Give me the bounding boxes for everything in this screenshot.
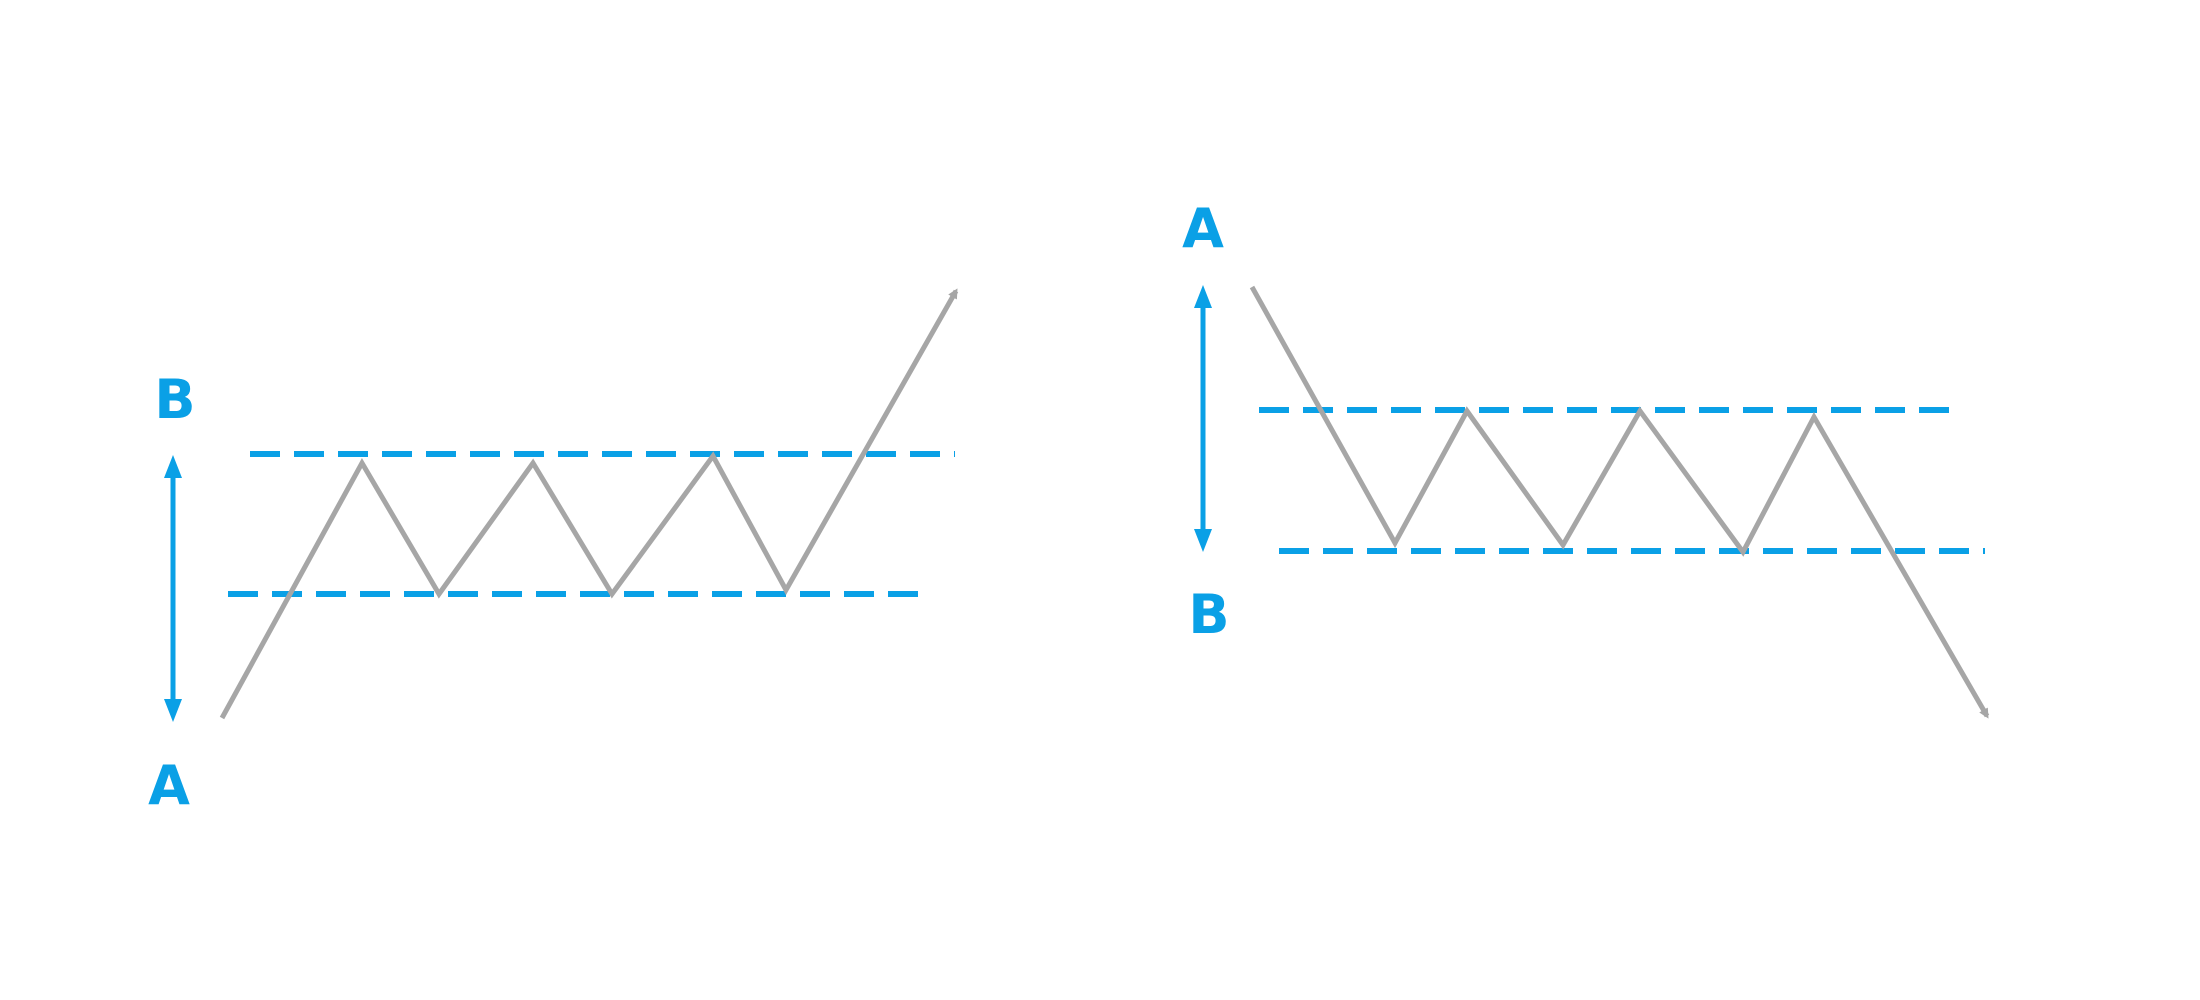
arrowhead-down-icon xyxy=(164,699,182,722)
bullish-rectangle-diagram: B A xyxy=(148,288,959,817)
range-top-label: A xyxy=(1182,197,1224,260)
price-path xyxy=(1249,285,1990,719)
arrowhead-up-icon xyxy=(1194,285,1212,308)
range-top-label: B xyxy=(154,368,195,431)
price-path xyxy=(219,288,959,720)
arrowhead-down-icon xyxy=(1194,529,1212,552)
arrowhead-up-icon xyxy=(164,455,182,478)
range-height-arrow xyxy=(164,455,182,722)
bearish-rectangle-diagram: A B xyxy=(1182,197,1990,719)
range-height-arrow xyxy=(1194,285,1212,552)
range-bottom-label: B xyxy=(1188,583,1229,646)
range-bottom-label: A xyxy=(148,754,190,817)
